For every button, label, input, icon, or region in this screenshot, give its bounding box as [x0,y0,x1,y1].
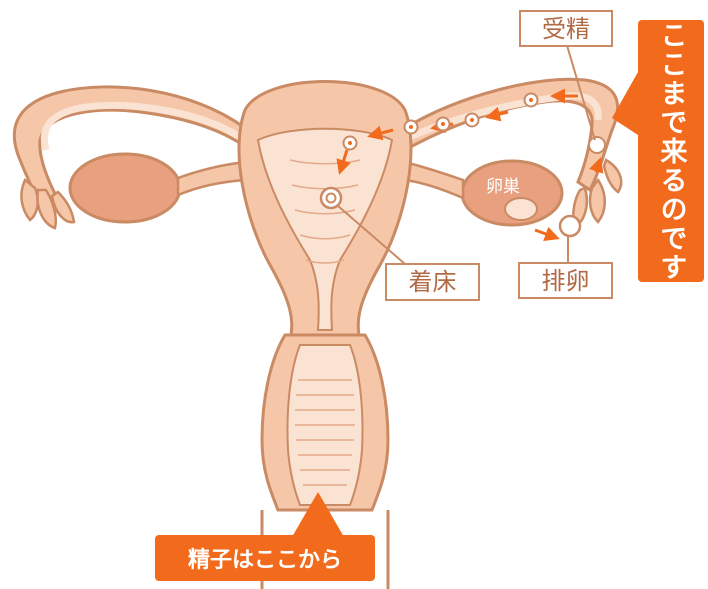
left-ovary [70,154,180,222]
left-ovarian-ligament [178,162,245,195]
ovulation-label: 排卵 [518,262,613,299]
vertical-callout: ここまで来るのです [638,20,704,282]
implantation-label: 着床 [385,263,480,301]
ovarian-follicle [505,198,537,220]
fertilization-label: 受精 [519,10,613,47]
bottom-callout: 精子はここから [155,535,375,581]
ovary-label: 卵巣 [486,172,520,197]
right-ovarian-ligament [405,162,463,198]
